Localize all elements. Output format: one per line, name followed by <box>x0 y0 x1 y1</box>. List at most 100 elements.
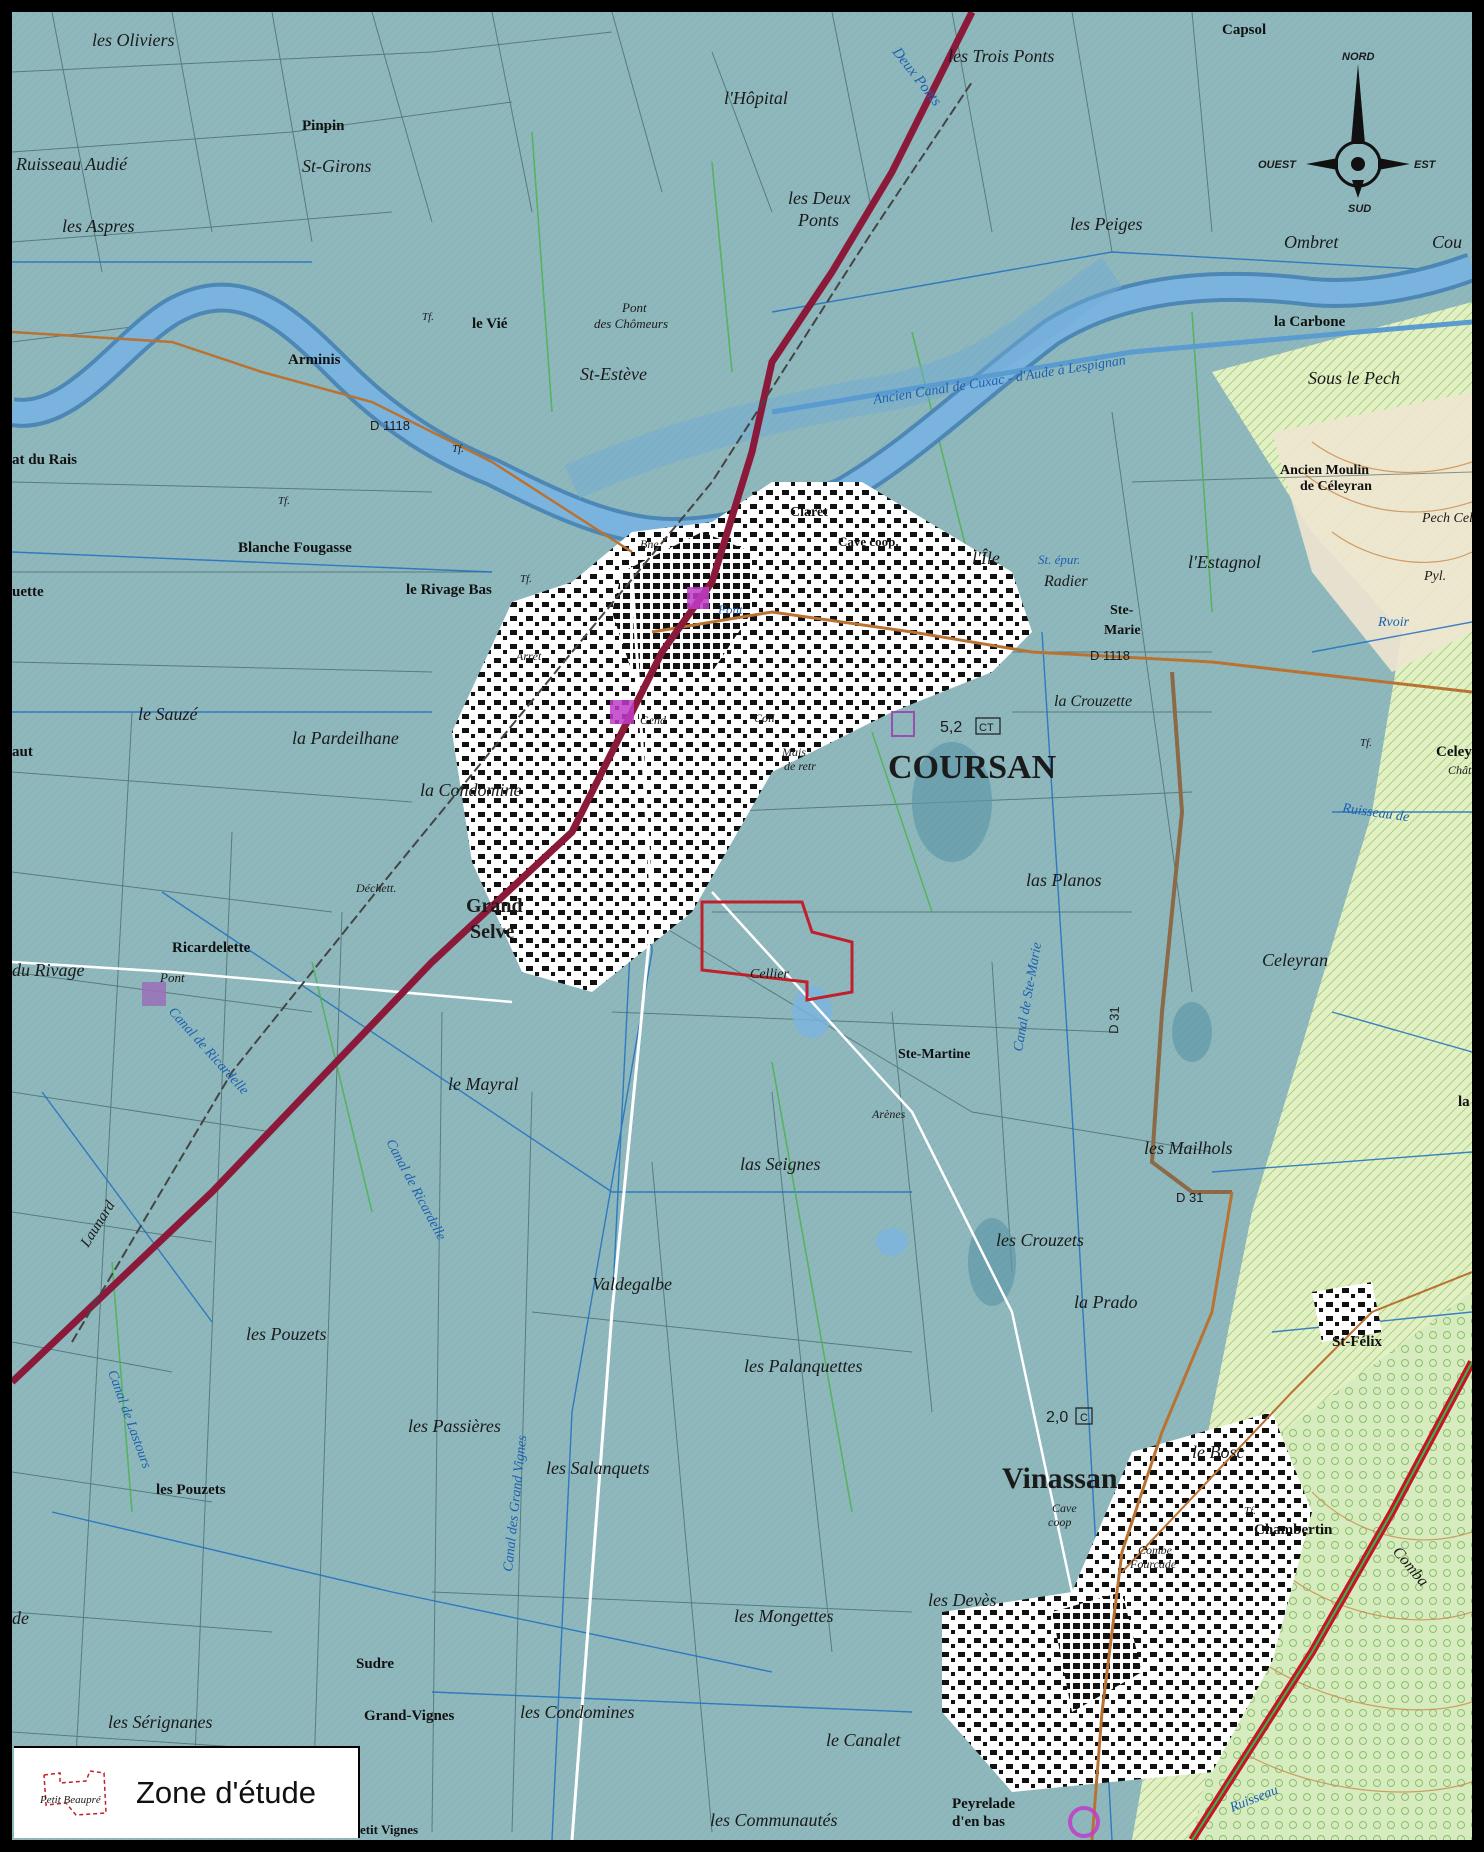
town-coursan: COURSAN <box>888 749 1057 786</box>
coursan-east-blocks <box>752 482 1032 672</box>
label-arenes: Arènes <box>871 1107 906 1121</box>
railway-east-inner <box>1191 1361 1472 1840</box>
label-mais-de-retr-1: Mais <box>781 745 806 759</box>
height-coursan: 5,2 <box>940 719 962 736</box>
compass-south-arrow <box>1352 180 1364 198</box>
label-le-sauze: le Sauzé <box>138 704 198 724</box>
label-sudre: Sudre <box>356 1656 394 1672</box>
town-vinassan: Vinassan <box>1002 1462 1118 1495</box>
pond-arenes <box>876 1228 908 1256</box>
label-les-pouzets-2: les Pouzets <box>156 1482 226 1498</box>
label-ancien-moulin-1: Ancien Moulin <box>1280 463 1369 478</box>
label-les-deves: les Devès <box>928 1590 996 1610</box>
compass-west-arrow <box>1306 158 1338 170</box>
label-le-mayral: le Mayral <box>448 1074 518 1094</box>
label-coll: Coll. <box>754 711 778 725</box>
height-ct: CT <box>979 722 994 734</box>
label-le-canalet: le Canalet <box>826 1730 901 1750</box>
label-arret: Arrêt <box>515 649 542 663</box>
label-celeyran: Celeyran <box>1262 950 1328 970</box>
label-combe-fourcade-2: Fourcade <box>1129 1557 1177 1571</box>
label-tf-1: Tf. <box>422 311 434 323</box>
label-cave-coop-2-2: coop <box>1048 1515 1071 1529</box>
compass-north-arrow <box>1351 64 1365 144</box>
road-d1118-east <box>651 610 1472 694</box>
label-les-deux-ponts-1: les Deux <box>788 188 850 208</box>
label-tf-5: Tf. <box>1360 737 1372 749</box>
label-la-carbone: la Carbone <box>1274 314 1346 330</box>
ct-box <box>975 717 1001 735</box>
label-la-prado: la Prado <box>1074 1292 1138 1312</box>
road-local-1 <box>570 571 654 1840</box>
field-boundaries <box>12 12 1472 1833</box>
study-zone-swatch: Petit Beaupré <box>39 1770 107 1816</box>
label-valdegalbe: Valdegalbe <box>592 1274 672 1294</box>
label-bne: Bne <box>640 537 659 551</box>
road-d1118-west <box>12 330 633 554</box>
label-la: la <box>1458 1094 1470 1110</box>
label-l-ile: l'Île <box>972 547 1000 568</box>
label-la-condomine: la Condomine <box>420 780 522 800</box>
label-les-aspres: les Aspres <box>62 216 135 236</box>
pond-ste-martine <box>792 986 832 1038</box>
road-d31-south <box>1090 1191 1234 1840</box>
label-les-salanquets: les Salanquets <box>546 1458 650 1478</box>
hedges <box>111 131 1213 1513</box>
road-local-3 <box>711 891 1074 1593</box>
label-d1118-west: D 1118 <box>370 418 410 433</box>
compass-east-arrow <box>1378 158 1410 170</box>
label-ste-marie-1: Ste- <box>1110 603 1134 618</box>
label-de: de <box>12 1608 29 1628</box>
road-labels: D 1118 D 1118 D 31 D 31 <box>370 418 1203 1205</box>
town-grand-selve-2: Selve <box>470 921 515 943</box>
label-d31-b: D 31 <box>1176 1190 1203 1205</box>
c-box <box>1075 1407 1093 1425</box>
label-la-crouzette: la Crouzette <box>1054 693 1132 710</box>
label-grand-vignes: Grand-Vignes <box>364 1708 454 1724</box>
study-zone-outline <box>700 900 854 1002</box>
label-uette: uette <box>12 584 44 600</box>
label-font: Font <box>717 602 743 617</box>
transformer-labels: Tf. Tf. Tf. Tf. Tf. Tf. <box>278 311 1372 1517</box>
legend-label: Zone d'étude <box>136 1775 317 1810</box>
label-les-crouzets: les Crouzets <box>996 1230 1084 1250</box>
label-pont-des-chomeurs-1: Pont <box>621 300 647 315</box>
label-rvoir: Rvoir <box>1377 615 1410 630</box>
label-claret: Claret <box>790 505 828 520</box>
contour-lines <box>1241 441 1472 1793</box>
label-pinpin: Pinpin <box>302 118 345 134</box>
label-ombret: Ombret <box>1284 232 1339 252</box>
railway-line <box>12 12 976 1385</box>
road-d31 <box>1149 671 1232 1194</box>
label-le-bosc: le Bosc <box>1192 1442 1244 1462</box>
label-pyl: Pyl. <box>1423 569 1446 584</box>
label-la-pardeilhane: la Pardeilhane <box>292 728 399 748</box>
label-chat: Chât. <box>1448 763 1472 777</box>
pond-coursan <box>912 742 992 862</box>
town-grand-selve-1: Grand <box>466 895 523 917</box>
label-at-du-rais: at du Rais <box>12 452 77 468</box>
st-felix-hamlet <box>1312 1282 1382 1342</box>
compass-center <box>1351 157 1365 171</box>
label-les-mongettes: les Mongettes <box>734 1606 833 1626</box>
spot-heights: 5,2 CT 2,0 C <box>940 717 1093 1426</box>
label-les-palanquettes: les Palanquettes <box>744 1356 862 1376</box>
label-les-condomines: les Condomines <box>520 1702 635 1722</box>
compass-west-label: OUEST <box>1258 159 1297 171</box>
label-l-hopital: l'Hôpital <box>724 88 788 108</box>
road-vinassan-north <box>1121 1271 1472 1573</box>
compass-north-label: NORD <box>1342 51 1374 63</box>
label-blanche-fougasse: Blanche Fougasse <box>238 540 352 556</box>
label-d31-a: D 31 <box>1106 1006 1122 1034</box>
label-st-epur: St. épur. <box>1038 552 1080 567</box>
label-sous-le-pech: Sous le Pech <box>1308 368 1400 388</box>
label-les-communautes: les Communautés <box>710 1810 838 1830</box>
label-les-deux-ponts-2: Ponts <box>797 210 839 230</box>
label-le-vie: le Vié <box>472 316 508 332</box>
label-tf-6: Tf. <box>1244 1505 1256 1517</box>
label-les-trois-ponts: les Trois Ponts <box>948 46 1054 66</box>
label-d1118-east: D 1118 <box>1090 648 1130 663</box>
height-c: C <box>1080 1412 1088 1424</box>
label-peyrelade-1: Peyrelade <box>952 1796 1015 1812</box>
label-tf-4: Tf. <box>520 573 532 585</box>
